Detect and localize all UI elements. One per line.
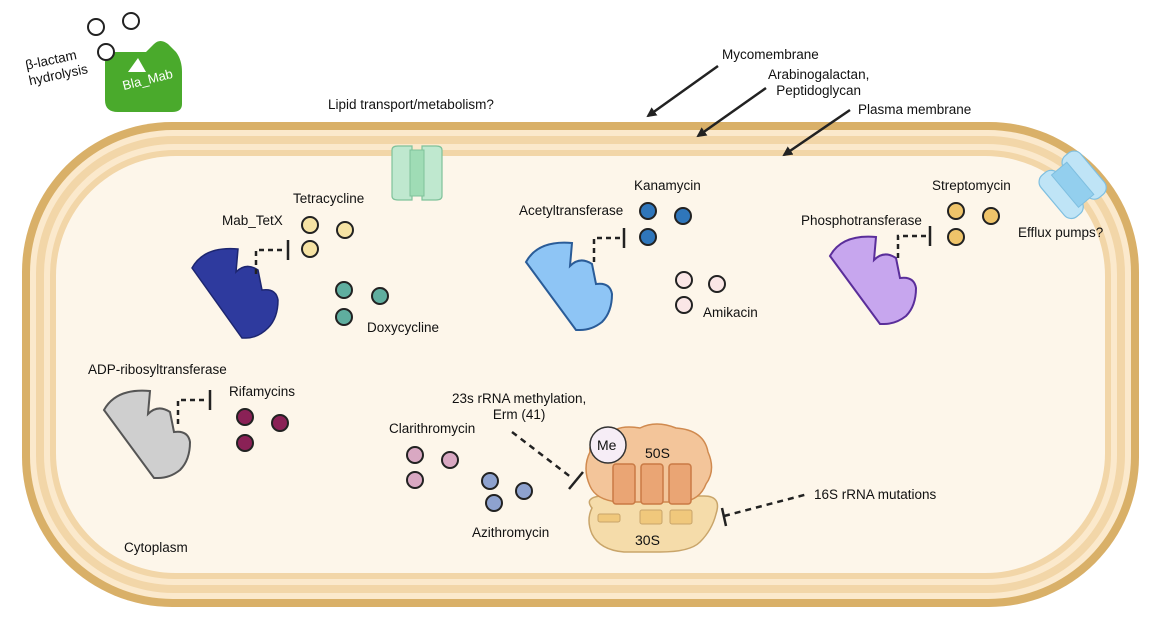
molecule-dot (271, 414, 289, 432)
molecule-dot (639, 228, 657, 246)
arabinogalactan-label-line1: Arabinogalactan, (768, 67, 870, 82)
plasma-membrane-arrow (782, 108, 851, 157)
doxycycline-label: Doxycycline (367, 320, 440, 335)
mab-tetx-label: Mab_TetX (222, 213, 283, 228)
drug-molecules (87, 12, 1000, 512)
molecule-dot (236, 434, 254, 452)
molecule-dot (708, 275, 726, 293)
lipid-transport-label: Lipid transport/metabolism? (328, 97, 494, 112)
molecule-dot (335, 281, 353, 299)
cytoplasm-label: Cytoplasm (124, 540, 188, 555)
adp-ribosyltransferase-enzyme (102, 389, 192, 479)
ribosome-50s-slot-3 (668, 463, 692, 505)
efflux-pumps-label: Efflux pumps? (1018, 225, 1104, 240)
molecule-dot (675, 271, 693, 289)
molecule-dot (406, 471, 424, 489)
molecule-dot (406, 446, 424, 464)
clarithromycin-molecules (406, 446, 459, 489)
ribosome-30s-slot-1 (597, 513, 621, 523)
tetracycline-molecules (301, 216, 354, 258)
molecule-dot (947, 202, 965, 220)
molecule-dot (982, 207, 1000, 225)
molecule-dot (97, 43, 115, 61)
acetyltransferase-enzyme (524, 241, 614, 331)
amikacin-label: Amikacin (703, 305, 758, 320)
molecule-dot (336, 221, 354, 239)
methyl-group-label: Me (597, 437, 617, 453)
clarithromycin-label: Clarithromycin (389, 421, 476, 436)
molecule-dot (481, 472, 499, 490)
molecule-dot (485, 494, 503, 512)
methylation-label: 23s rRNA methylation, Erm (41) (452, 391, 586, 423)
mutations-16s-label: 16S rRNA mutations (814, 487, 937, 502)
mycomembrane-label: Mycomembrane (722, 47, 819, 62)
molecule-dot (335, 308, 353, 326)
arabinogalactan-arrow (696, 86, 767, 138)
efflux-pump (1038, 150, 1107, 220)
molecule-dot (301, 216, 319, 234)
ribosome-50s-label: 50S (645, 445, 670, 461)
molecule-dot (371, 287, 389, 305)
azithromycin-molecules (481, 472, 533, 512)
mycomembrane-arrow (646, 64, 719, 118)
azithromycin-label: Azithromycin (472, 525, 550, 540)
kanamycin-label: Kanamycin (634, 178, 701, 193)
ribosome-50s-slot-1 (612, 463, 636, 505)
acetyltransferase-label: Acetyltransferase (519, 203, 624, 218)
ribosome-50s-slot-2 (640, 463, 664, 505)
molecule-dot (675, 296, 693, 314)
streptomycin-label: Streptomycin (932, 178, 1011, 193)
bla-mab-notch (128, 58, 146, 72)
rifamycins-molecules (236, 408, 289, 452)
methylation-label-line2: Erm (41) (492, 407, 546, 422)
ribosome-30s-label: 30S (635, 532, 660, 548)
lipid-transport-channel (391, 145, 443, 201)
molecule-dot (515, 482, 533, 500)
molecule-dot (87, 18, 105, 36)
phosphotransferase-label: Phosphotransferase (801, 213, 922, 228)
plasma-membrane-label: Plasma membrane (858, 102, 972, 117)
beta-lactam-molecules (87, 12, 140, 61)
tetracycline-label: Tetracycline (293, 191, 365, 206)
methylation-label-line1: 23s rRNA methylation, (452, 391, 587, 406)
inhibition-markers (176, 226, 932, 527)
molecule-dot (947, 228, 965, 246)
arabinogalactan-label: Arabinogalactan, Peptidoglycan (768, 67, 869, 99)
arabinogalactan-label-line2: Peptidoglycan (776, 83, 862, 98)
bla-mab-enzyme (105, 41, 182, 112)
ribosome-30s-slot-2 (639, 509, 663, 525)
adp-ribosyltransferase-label: ADP-ribosyltransferase (88, 362, 227, 377)
molecule-dot (441, 451, 459, 469)
rifamycins-label: Rifamycins (229, 384, 296, 399)
streptomycin-molecules (947, 202, 1000, 246)
methyl-group (589, 426, 627, 464)
molecule-dot (674, 207, 692, 225)
molecule-dot (122, 12, 140, 30)
molecule-dot (301, 240, 319, 258)
molecule-dot (639, 202, 657, 220)
doxycycline-molecules (335, 281, 389, 326)
amikacin-molecules (675, 271, 726, 314)
phosphotransferase-enzyme (828, 235, 918, 325)
ribosome-30s-slot-3 (669, 509, 693, 525)
molecule-dot (236, 408, 254, 426)
kanamycin-molecules (639, 202, 692, 246)
